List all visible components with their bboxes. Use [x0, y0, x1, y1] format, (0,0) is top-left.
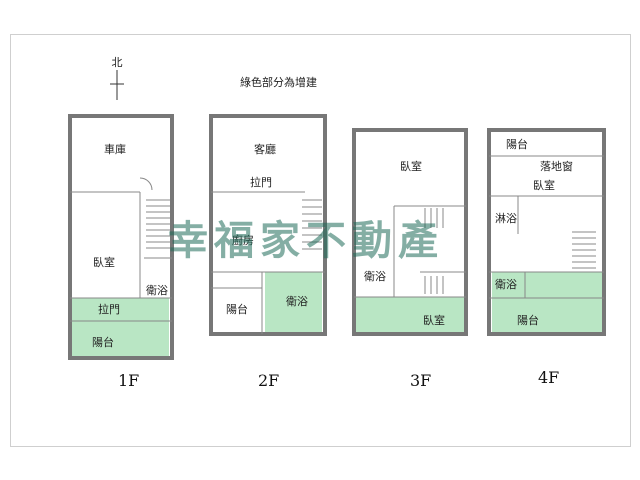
room-label: 陽台	[517, 313, 539, 327]
floor-label: 3F	[410, 371, 431, 390]
addition-area	[265, 272, 322, 334]
north-arrow: 北	[110, 56, 124, 100]
room-label: 臥室	[93, 255, 115, 269]
floor-label: 4F	[538, 368, 559, 387]
floor-4f-plan: 陽台 落地窗 臥室 淋浴 衛浴 陽台 4F	[487, 128, 606, 387]
room-label: 拉門	[98, 302, 120, 316]
room-label: 客廳	[254, 142, 276, 156]
addition-area	[71, 298, 169, 358]
room-label: 拉門	[250, 175, 272, 189]
room-label: 陽台	[92, 335, 114, 349]
addition-note: 綠色部分為增建	[240, 75, 317, 89]
floor-2f-plan: 客廳 拉門 廚房 陽台 衛浴 2F	[209, 114, 327, 390]
room-label: 衛浴	[146, 284, 168, 297]
addition-area	[356, 297, 464, 334]
addition-area	[492, 272, 602, 334]
watermark: 幸福家不動產	[168, 218, 444, 264]
floor-label: 2F	[258, 371, 279, 390]
room-label: 落地窗	[540, 159, 573, 173]
room-label: 廚房	[232, 233, 254, 247]
floor-3f-plan: 臥室 衛浴 臥室 3F	[352, 128, 468, 390]
room-label: 臥室	[423, 313, 445, 327]
room-label: 陽台	[226, 302, 248, 316]
room-label: 衛浴	[364, 270, 386, 283]
room-label: 衛浴	[286, 295, 308, 308]
north-label: 北	[112, 56, 123, 69]
room-label: 淋浴	[495, 212, 517, 225]
plan-frame	[10, 34, 631, 447]
room-label: 車庫	[104, 142, 126, 156]
floor-1f-plan: 車庫 臥室 衛浴 拉門 陽台 1F	[68, 114, 174, 390]
room-label: 臥室	[400, 159, 422, 173]
floor-label: 1F	[118, 371, 139, 390]
room-label: 衛浴	[495, 278, 517, 291]
room-label: 陽台	[506, 137, 528, 151]
room-label: 臥室	[533, 178, 555, 192]
